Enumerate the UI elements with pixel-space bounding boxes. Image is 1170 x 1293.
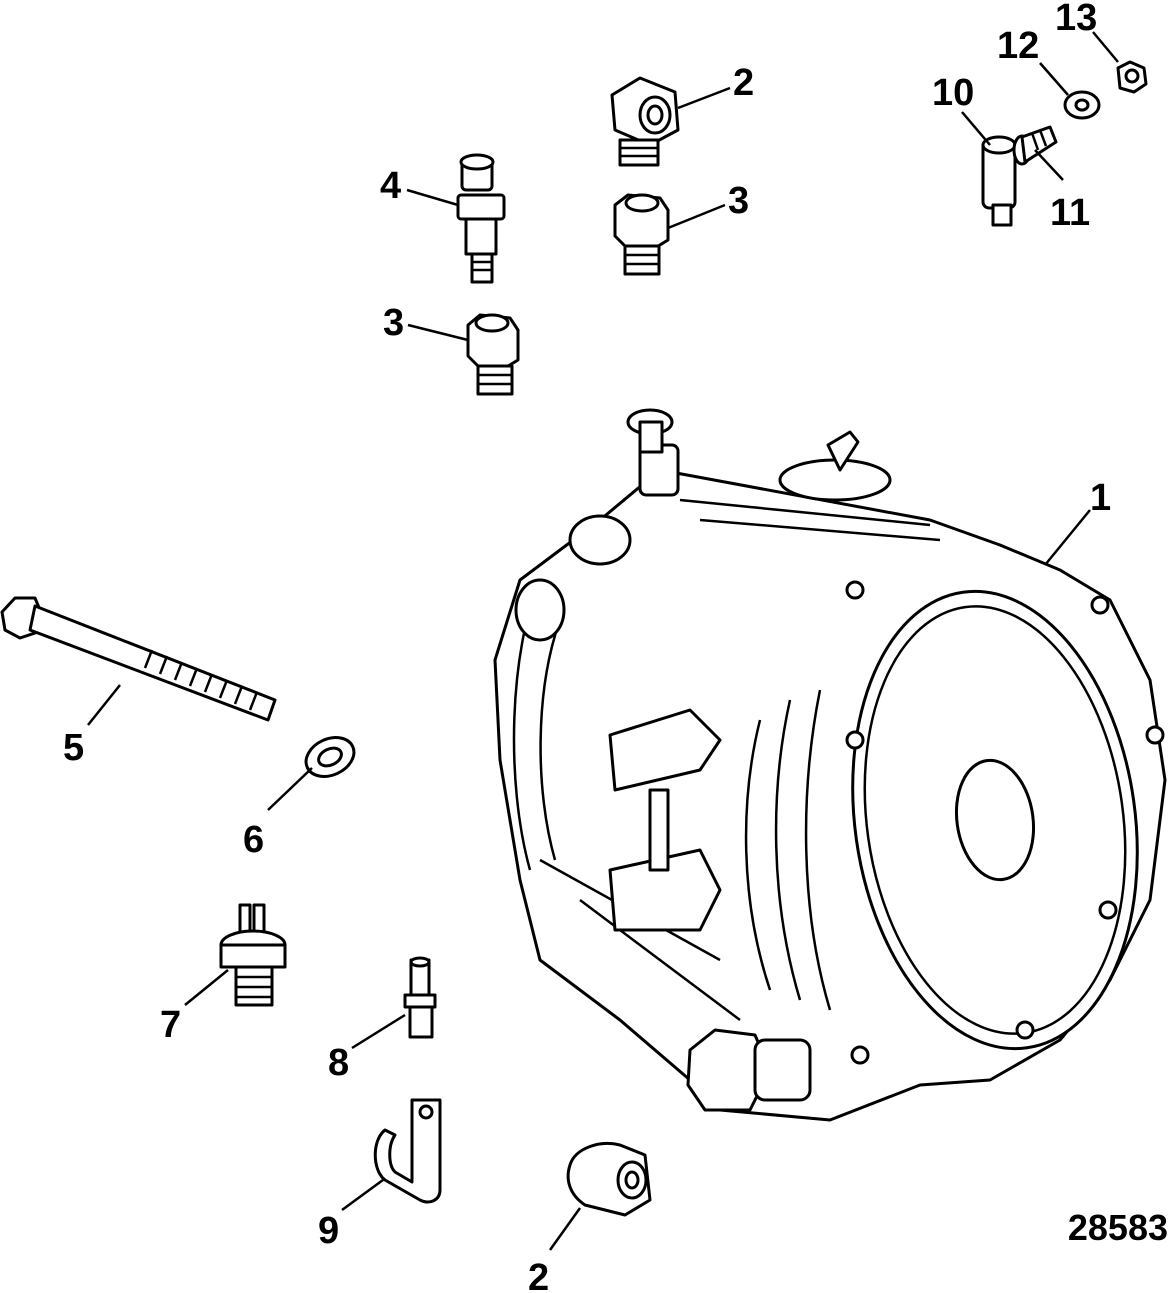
callout-5: 5	[63, 727, 84, 769]
straight-fitting-icon-left	[466, 313, 520, 396]
pressure-sender-icon	[456, 153, 506, 284]
callout-2-top: 2	[733, 62, 754, 104]
screw-icon	[1012, 125, 1058, 166]
callout-4: 4	[380, 165, 401, 207]
washer-icon	[1063, 90, 1101, 120]
transmission-housing-icon	[493, 408, 1167, 1122]
callout-9: 9	[318, 1210, 339, 1252]
straight-fitting-icon-right	[613, 193, 670, 276]
hose-barb-icon	[403, 956, 437, 1039]
callout-3-left: 3	[383, 302, 404, 344]
leader-lines	[87, 31, 1119, 1251]
elbow-fitting-icon-bottom	[566, 1142, 652, 1217]
elbow-fitting-icon-top	[610, 76, 680, 167]
callout-3-right: 3	[728, 180, 749, 222]
callout-8: 8	[328, 1042, 349, 1084]
callout-7: 7	[160, 1004, 181, 1046]
callout-1: 1	[1090, 477, 1111, 519]
callout-6: 6	[243, 819, 264, 861]
callout-13: 13	[1055, 0, 1097, 39]
figure-number: 28583	[1068, 1207, 1168, 1248]
bolt-icon	[0, 596, 277, 722]
drain-fitting-icon	[981, 135, 1017, 227]
temperature-switch-icon	[219, 903, 287, 1007]
nut-icon	[1116, 60, 1148, 94]
callout-2-bottom: 2	[528, 1257, 549, 1293]
callout-10: 10	[932, 72, 974, 114]
p-clamp-icon	[373, 1098, 442, 1204]
callout-12: 12	[997, 25, 1039, 67]
lock-washer-icon	[304, 736, 356, 778]
callout-11: 11	[1050, 192, 1090, 234]
